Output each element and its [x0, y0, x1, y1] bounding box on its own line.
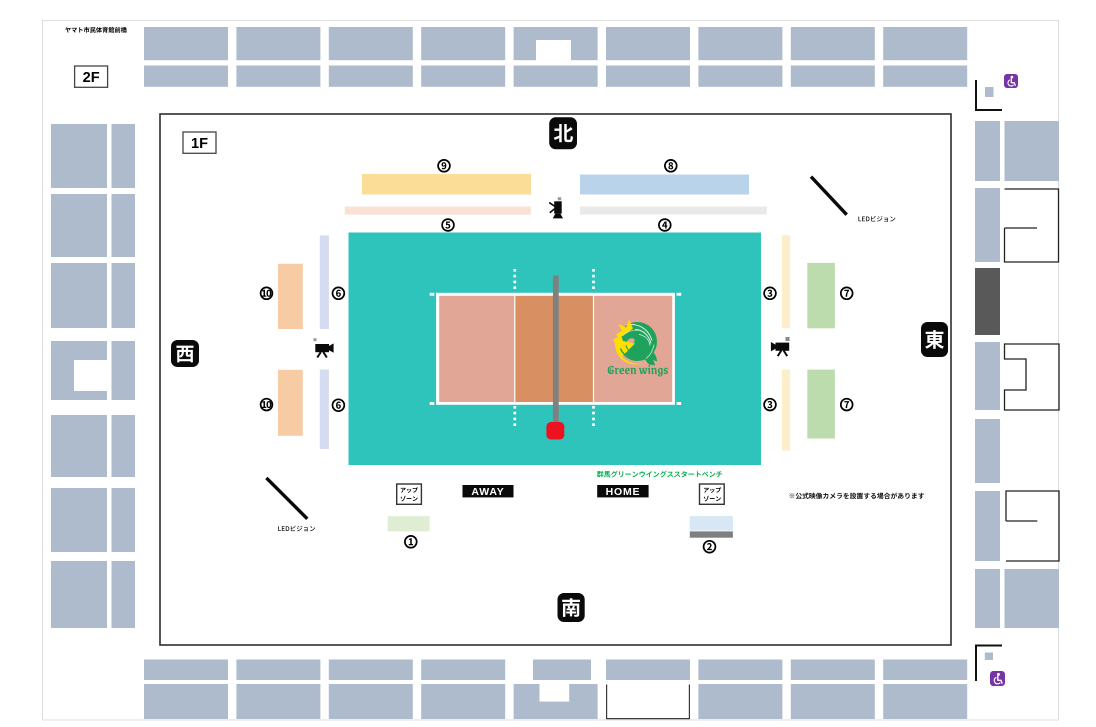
svg-text:1F: 1F	[191, 136, 208, 152]
svg-text:2F: 2F	[83, 70, 100, 86]
svg-text:AWAY: AWAY	[471, 486, 504, 498]
svg-text:HOME: HOME	[606, 486, 641, 498]
